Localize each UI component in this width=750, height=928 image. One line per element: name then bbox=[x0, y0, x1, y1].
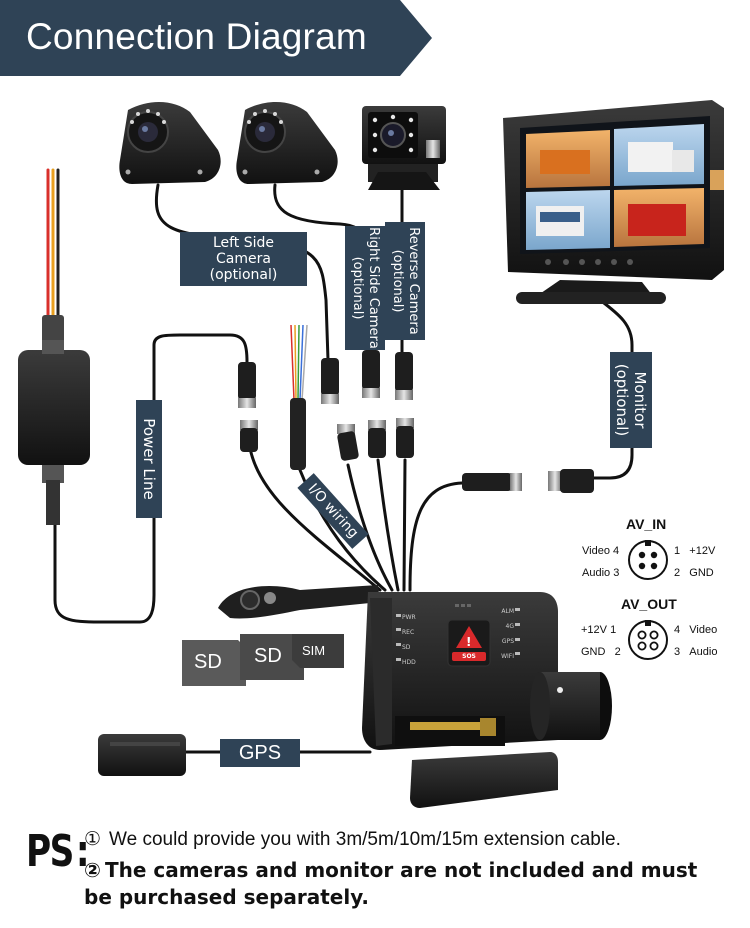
connectors-bottom bbox=[240, 418, 414, 461]
svg-text:!: ! bbox=[466, 635, 471, 649]
mdvr-device: ! bbox=[218, 585, 612, 808]
status-wifi: WIFI bbox=[501, 653, 514, 660]
av-out-pin-gnd: GND 2 bbox=[581, 646, 621, 658]
label-reverse-camera-sub: (optional) bbox=[390, 249, 405, 313]
label-right-side-camera-title: Right Side Camera bbox=[366, 227, 381, 349]
left-side-camera bbox=[119, 101, 221, 184]
reverse-camera bbox=[362, 106, 446, 190]
label-power-line-text: Power Line bbox=[140, 418, 158, 500]
page-title: Connection Diagram bbox=[26, 16, 367, 57]
label-reverse-camera: Reverse Camera (optional) bbox=[385, 222, 425, 340]
label-left-side-camera-title: Left Side Camera bbox=[212, 235, 275, 267]
status-4g: 4G bbox=[505, 623, 514, 630]
right-side-camera bbox=[236, 101, 338, 184]
label-right-side-camera-sub: (optional) bbox=[350, 256, 365, 320]
av-out-title: AV_OUT bbox=[621, 596, 677, 612]
wire-power bbox=[248, 446, 382, 592]
label-monitor-sub: (optional) bbox=[613, 363, 631, 437]
label-left-side-camera: Left Side Camera (optional) bbox=[180, 232, 307, 286]
status-alm: ALM bbox=[501, 608, 514, 615]
label-power-line: Power Line bbox=[136, 400, 162, 518]
av-out-connector-icon bbox=[628, 620, 668, 660]
status-rec: REC bbox=[402, 629, 415, 636]
label-monitor-title: Monitor bbox=[631, 371, 649, 429]
av-in-pin-video: Video 4 bbox=[582, 545, 620, 557]
av-in-pin-audio: Audio 3 bbox=[582, 567, 620, 579]
av-in-connector-icon bbox=[628, 540, 668, 580]
av-in-pin-gnd: 2 GND bbox=[674, 567, 714, 579]
memory-cards bbox=[182, 634, 344, 686]
av-out-pin-audio: 3 Audio bbox=[674, 646, 718, 658]
status-hdd: HDD bbox=[402, 659, 416, 666]
status-pwr: PWR bbox=[402, 614, 416, 621]
sim-card-label: SIM bbox=[302, 643, 326, 658]
sd-card-label-1: SD bbox=[194, 651, 222, 673]
av-in-pin-12v: 1 +12V bbox=[674, 545, 716, 557]
connectors-top bbox=[238, 350, 413, 408]
alarm-button-label: SOS bbox=[462, 653, 476, 660]
status-sd: SD bbox=[402, 644, 411, 651]
power-fuse-box bbox=[18, 340, 90, 525]
wire-monitor bbox=[408, 481, 464, 592]
av-out-pin-12v: +12V 1 bbox=[581, 624, 617, 636]
ps-mark: PS: bbox=[26, 826, 90, 877]
label-gps: GPS bbox=[220, 739, 300, 767]
status-gps: GPS bbox=[501, 638, 514, 645]
io-wiring-bundle bbox=[290, 324, 308, 470]
label-right-side-camera: Right Side Camera (optional) bbox=[345, 226, 385, 350]
av-out-pin-video: 4 Video bbox=[674, 624, 718, 636]
monitor bbox=[503, 100, 724, 304]
connectors-monitor bbox=[462, 469, 594, 493]
monitor-cable bbox=[583, 298, 634, 480]
banner bbox=[0, 0, 432, 76]
wire-left bbox=[346, 463, 394, 592]
power-line-cable bbox=[53, 333, 249, 624]
device-status-labels-left: PWR REC SD HDD bbox=[402, 610, 416, 670]
power-harness-wires bbox=[42, 168, 64, 345]
label-left-side-camera-sub: (optional) bbox=[209, 267, 278, 283]
gps-module bbox=[98, 734, 186, 776]
device-status-labels-right: ALM 4G GPS WIFI bbox=[498, 604, 514, 664]
connection-diagram: ! bbox=[18, 100, 724, 808]
sd-card-label-2: SD bbox=[254, 645, 282, 667]
av-in-title: AV_IN bbox=[626, 516, 667, 532]
wire-right bbox=[376, 458, 400, 592]
wire-reverse bbox=[402, 458, 407, 592]
label-monitor: Monitor (optional) bbox=[610, 352, 652, 448]
label-reverse-camera-title: Reverse Camera bbox=[406, 227, 421, 335]
